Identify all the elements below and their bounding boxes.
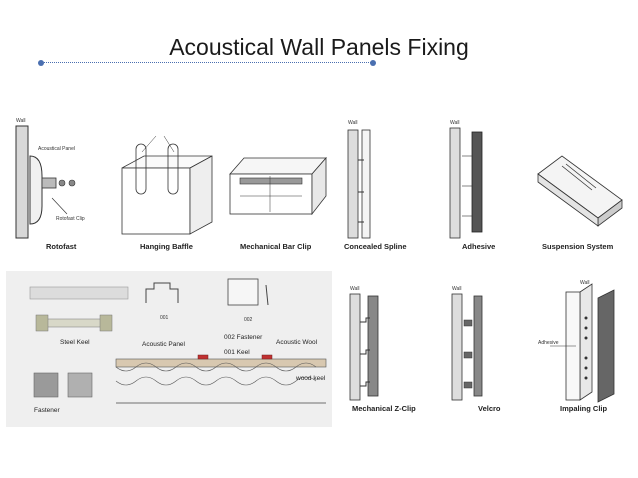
rotofast-clip-label: Rotofast Clip: [56, 216, 85, 222]
mechanical-bar-clip-caption: Mechanical Bar Clip: [240, 242, 312, 251]
part-001-keel-label: 001 Keel: [224, 349, 250, 356]
mechanical-bar-clip-diagram: [229, 156, 327, 216]
part-001-top-label: 001: [160, 315, 169, 321]
impaling-clip-caption: Impaling Clip: [560, 404, 608, 413]
suspension-system-panel: Suspension System: [532, 116, 632, 256]
rule-end-dot: [370, 60, 376, 66]
impaling-clip-wall-label: Wall: [580, 280, 590, 286]
concealed-spline-wall-label: Wall: [348, 120, 358, 126]
rotofast-panel: Wall Acoustical Panel Rotofast Clip Roto…: [12, 116, 110, 256]
adhesive-wall-label: Wall: [450, 120, 460, 126]
mechanical-z-clip-panel: Wall Mechanical Z-Clip: [340, 282, 436, 418]
impaling-clip-adhesive-label: Adhesive: [538, 340, 559, 346]
rotofast-wall-label: Wall: [16, 118, 26, 124]
z-clip-wall-label: Wall: [350, 286, 360, 292]
page-title: Acoustical Wall Panels Fixing: [169, 34, 469, 60]
rotofast-panel-label: Acoustical Panel: [38, 146, 75, 152]
hanging-baffle-caption: Hanging Baffle: [140, 242, 193, 251]
mechanical-bar-clip-panel: Mechanical Bar Clip: [224, 116, 334, 256]
rule-start-dot: [38, 60, 44, 66]
adhesive-panel: Wall Adhesive: [436, 116, 528, 256]
rotofast-caption: Rotofast: [46, 242, 77, 251]
adhesive-caption: Adhesive: [462, 242, 496, 251]
part-002-fastener-label: 002 Fastener: [224, 334, 263, 341]
title-underline: [41, 62, 373, 63]
concealed-spline-diagram: [347, 129, 371, 239]
acoustic-wool-label: Acoustic Wool: [276, 339, 318, 346]
adhesive-diagram: [449, 127, 483, 239]
concealed-spline-caption: Concealed Spline: [344, 242, 407, 251]
keel-system-panel: 001 002 Steel Keel Fastener Acoustic Pan…: [6, 271, 332, 427]
wood-keel-label: wood keel: [296, 375, 326, 382]
steel-keel-label: Steel Keel: [60, 339, 90, 346]
velcro-panel: Wall Velcro: [440, 282, 534, 418]
fastener-label: Fastener: [34, 407, 60, 414]
part-002-top-label: 002: [244, 317, 253, 323]
hanging-baffle-diagram: [121, 135, 213, 235]
suspension-system-caption: Suspension System: [542, 242, 614, 251]
keel-system-diagram: [29, 278, 327, 404]
velcro-wall-label: Wall: [452, 286, 462, 292]
velcro-caption: Velcro: [478, 404, 501, 413]
acoustic-panel-label: Acoustic Panel: [142, 341, 185, 348]
impaling-clip-diagram: [550, 283, 615, 403]
mechanical-z-clip-caption: Mechanical Z-Clip: [352, 404, 416, 413]
impaling-clip-panel: Wall Adhesive Impaling Clip: [536, 280, 632, 418]
velcro-diagram: [451, 293, 483, 401]
rotofast-diagram: [15, 125, 76, 239]
mechanical-z-clip-diagram: [349, 293, 379, 401]
suspension-system-diagram: [537, 155, 623, 227]
concealed-spline-panel: Wall Concealed Spline: [340, 116, 432, 256]
hanging-baffle-panel: Hanging Baffle: [116, 116, 218, 256]
